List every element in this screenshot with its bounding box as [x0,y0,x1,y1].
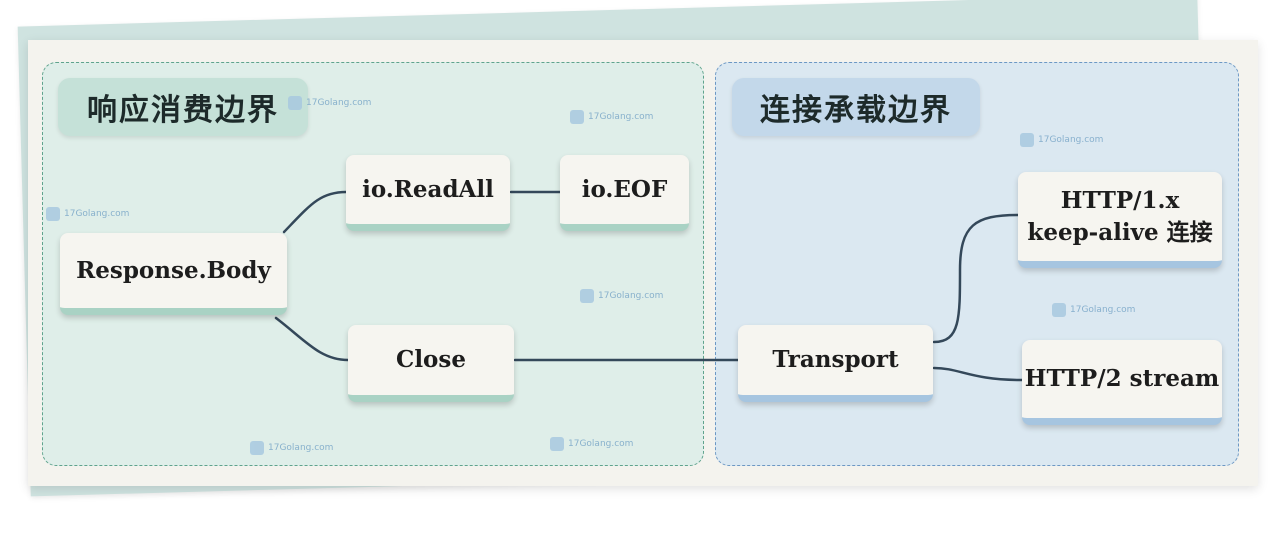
response-body-node: Response.Body [60,233,287,315]
watermark: 17Golang.com [46,207,129,221]
left-region-title: 响应消费边界 [58,78,308,136]
watermark-logo-icon [46,207,60,221]
http1-keepalive-node: HTTP/1.x keep-alive 连接 [1018,172,1222,268]
transport-node: Transport [738,325,933,402]
http2-label: HTTP/2 stream [1024,365,1220,393]
http2-stream-node: HTTP/2 stream [1022,340,1222,425]
watermark-logo-icon [550,437,564,451]
http1-label-line1: HTTP/1.x [1060,187,1180,215]
http1-label-line2: keep-alive 连接 [1027,218,1213,246]
io-readall-label: io.ReadAll [362,175,494,203]
watermark: 17Golang.com [288,96,371,110]
close-label: Close [396,346,466,374]
watermark: 17Golang.com [250,441,333,455]
link-body-close [274,316,350,362]
watermark-logo-icon [288,96,302,110]
transport-label: Transport [772,346,899,374]
watermark: 17Golang.com [550,437,633,451]
link-body-readall [282,190,348,234]
watermark-logo-icon [570,110,584,124]
watermark: 17Golang.com [570,110,653,124]
response-body-label: Response.Body [76,256,271,284]
close-node: Close [348,325,514,402]
watermark-logo-icon [1052,303,1066,317]
watermark-logo-icon [1020,133,1034,147]
watermark-logo-icon [250,441,264,455]
io-eof-node: io.EOF [560,155,689,231]
link-transport-http2 [932,366,1024,382]
watermark: 17Golang.com [1052,303,1135,317]
right-region-title: 连接承载边界 [732,78,980,136]
watermark: 17Golang.com [1020,133,1103,147]
io-eof-label: io.EOF [581,175,668,203]
watermark: 17Golang.com [580,289,663,303]
link-transport-http1 [932,213,1020,344]
watermark-logo-icon [580,289,594,303]
io-readall-node: io.ReadAll [346,155,510,231]
